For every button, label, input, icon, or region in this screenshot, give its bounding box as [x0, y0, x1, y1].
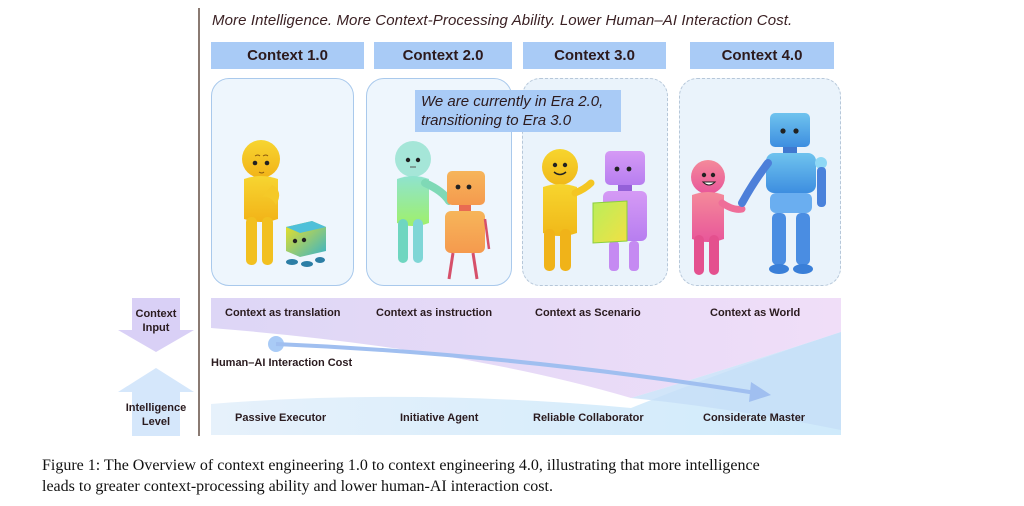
context-role-4: Context as World — [710, 307, 801, 319]
guiding-human-with-orange-robot-illustration — [395, 141, 491, 280]
vertical-divider — [198, 8, 200, 436]
era-panel-1 — [211, 78, 354, 286]
intelligence-level-band — [211, 332, 841, 435]
context-intelligence-bands — [211, 298, 841, 435]
era-header-1: Context 1.0 — [211, 42, 364, 69]
context-role-3: Context as Scenario — [535, 307, 641, 319]
handshake-human-with-blue-robot-illustration — [691, 113, 827, 275]
intelligence-role-1: Passive Executor — [235, 412, 327, 424]
caption-line-2: leads to greater context-processing abil… — [42, 478, 553, 495]
context-input-down-arrow-icon — [118, 298, 194, 352]
interaction-cost-label: Human–AI Interaction Cost — [211, 357, 353, 369]
intelligence-role-4: Considerate Master — [703, 412, 806, 424]
callout-line-1: We are currently in Era 2.0, — [421, 93, 604, 110]
context-role-2: Context as instruction — [376, 307, 493, 319]
intelligence-level-label: Intelligence Level — [125, 402, 187, 428]
era-header-4: Context 4.0 — [690, 42, 834, 69]
tagline: More Intelligence. More Context-Processi… — [212, 12, 793, 29]
era-header-3: Context 3.0 — [523, 42, 666, 69]
side-arrows — [118, 298, 194, 436]
intelligence-role-2: Initiative Agent — [400, 412, 479, 424]
context-input-label: Context Input — [135, 308, 177, 334]
context-input-band — [211, 298, 841, 398]
intelligence-up-arrow-icon — [118, 368, 194, 436]
collaborating-human-with-purple-robot-illustration — [542, 149, 647, 271]
era-header-2: Context 2.0 — [374, 42, 512, 69]
callout-line-2: transitioning to Era 3.0 — [421, 112, 572, 129]
figure-caption: Figure 1: The Overview of context engine… — [42, 455, 1002, 497]
caption-line-1: Figure 1: The Overview of context engine… — [42, 457, 760, 474]
context-role-1: Context as translation — [225, 307, 341, 319]
intelligence-role-3: Reliable Collaborator — [533, 412, 644, 424]
confused-human-with-box-robot-illustration — [242, 140, 326, 267]
era-panel-4 — [679, 78, 841, 286]
interaction-cost-arrow — [268, 336, 771, 402]
current-era-callout: We are currently in Era 2.0, transitioni… — [415, 90, 621, 132]
